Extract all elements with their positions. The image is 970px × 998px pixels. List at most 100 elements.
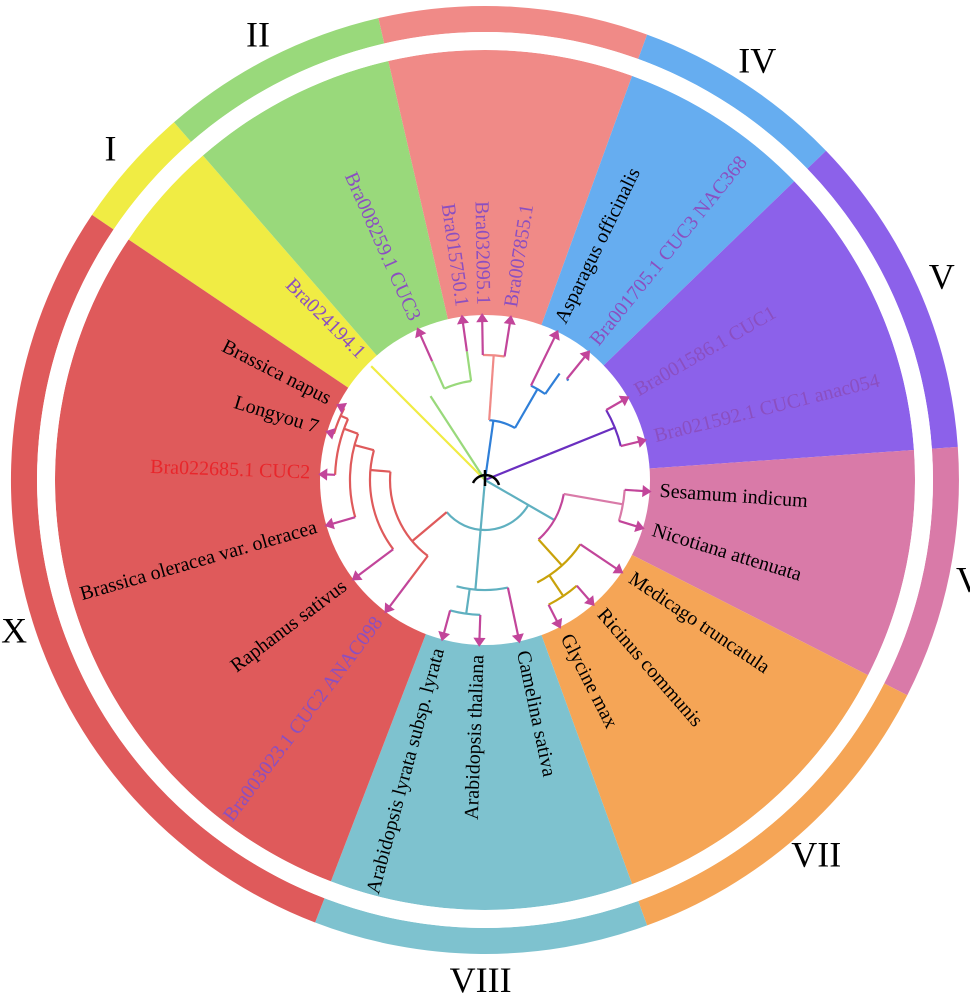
branch-line [418,332,434,362]
clade-label-viii: VIII [450,960,512,998]
branch-line [547,604,560,624]
branch-arc [348,433,360,518]
branch-line [354,444,375,452]
branch-line [355,548,394,578]
branch-line [411,511,448,542]
clade-label-iv: IV [738,41,776,81]
leaf-tip-marker [579,350,591,362]
leaf-tip-marker [551,617,563,629]
branch-line [484,479,555,521]
leaf-tip-marker [503,315,516,325]
leaf-tip-marker [636,435,647,448]
branch-line [530,334,557,387]
branch-arc [456,585,509,592]
branch-line [343,427,359,435]
branch-line [340,414,349,421]
branch-line [478,614,482,641]
leaf-tip-marker [618,395,630,407]
branch-line [544,372,561,395]
branch-line [514,388,539,429]
leaf-tip-marker [457,314,469,325]
leaf-tip-marker [642,485,652,498]
branch-line [465,588,471,614]
leaf-tip-marker [511,633,524,644]
branch-line [565,354,588,380]
leaf-tip-marker [325,428,336,440]
branch-arc [388,471,429,557]
branch-line [506,587,520,638]
branch-line [465,351,473,382]
leaf-tip-marker [476,313,489,323]
clade-label-iii: III [498,0,534,1]
branch-arc [449,609,481,616]
branch-line [461,320,468,352]
leaf-tip-marker [473,637,486,647]
clade-band-vi [884,446,959,696]
branch-line [370,468,391,473]
leaf-tip-marker [318,468,328,481]
leaf-tip-marker [438,630,450,642]
branch-line [549,426,616,455]
clade-label-ii: II [246,15,270,55]
branch-arc [536,543,582,584]
branch-arc [489,419,516,429]
clade-band-v [807,150,958,449]
clade-sector-ix [54,239,486,882]
leaf-tip-marker [634,520,645,532]
branch-line [563,492,624,506]
branch-line [442,610,452,636]
clade-band-viii [315,898,648,954]
clade-band-i [92,122,192,230]
branch-line [370,365,486,481]
leaf-tip-marker [584,595,595,606]
branch-line [503,320,512,357]
leaf-tip-marker [548,329,560,341]
branch-line [548,574,565,597]
branch-line [605,398,625,411]
branch-arc [334,418,350,475]
branch-arc [445,504,530,532]
leaf-tip-marker [384,602,395,614]
branch-line [431,360,446,390]
clade-label-v: V [929,257,955,297]
branch-line [618,519,640,529]
branch-arc [617,489,626,522]
branch-line [387,579,411,610]
branch-arc [530,384,546,395]
clade-sector-iii [388,49,633,480]
branch-line [624,488,646,493]
clade-sector-viii [330,480,633,911]
branch-line [474,529,482,590]
branch-arc [368,449,395,550]
clade-band-ii [174,18,385,142]
clade-label-ix: IX [0,610,27,650]
leaf-tip-marker [336,402,348,414]
leaf-tip-marker [351,570,363,581]
leaf-tip-marker [324,517,335,530]
root-node [471,473,501,486]
branch-line [479,479,487,530]
clade-band-iii [378,5,648,59]
branch-line [408,555,429,581]
clade-band-iv [638,34,826,169]
leaf-label: Bra032095.1 [470,201,494,305]
clade-outer-bands [10,5,959,954]
leaf-tip-marker [415,327,427,339]
clade-label-vi: VI [956,560,970,600]
branch-line [620,440,642,448]
branch-line [537,538,563,567]
branch-line [579,543,620,571]
branch-line [575,584,592,603]
leaf-tip-marker [612,563,624,574]
clade-band-vii [638,683,908,926]
clade-label-vii: VII [791,835,841,875]
tree-branches [318,313,652,647]
branch-line [329,516,356,526]
branch-line [483,420,495,481]
branch-line [481,318,484,356]
branch-line [429,395,486,481]
branch-line [488,355,495,421]
clade-label-i: I [105,129,117,169]
